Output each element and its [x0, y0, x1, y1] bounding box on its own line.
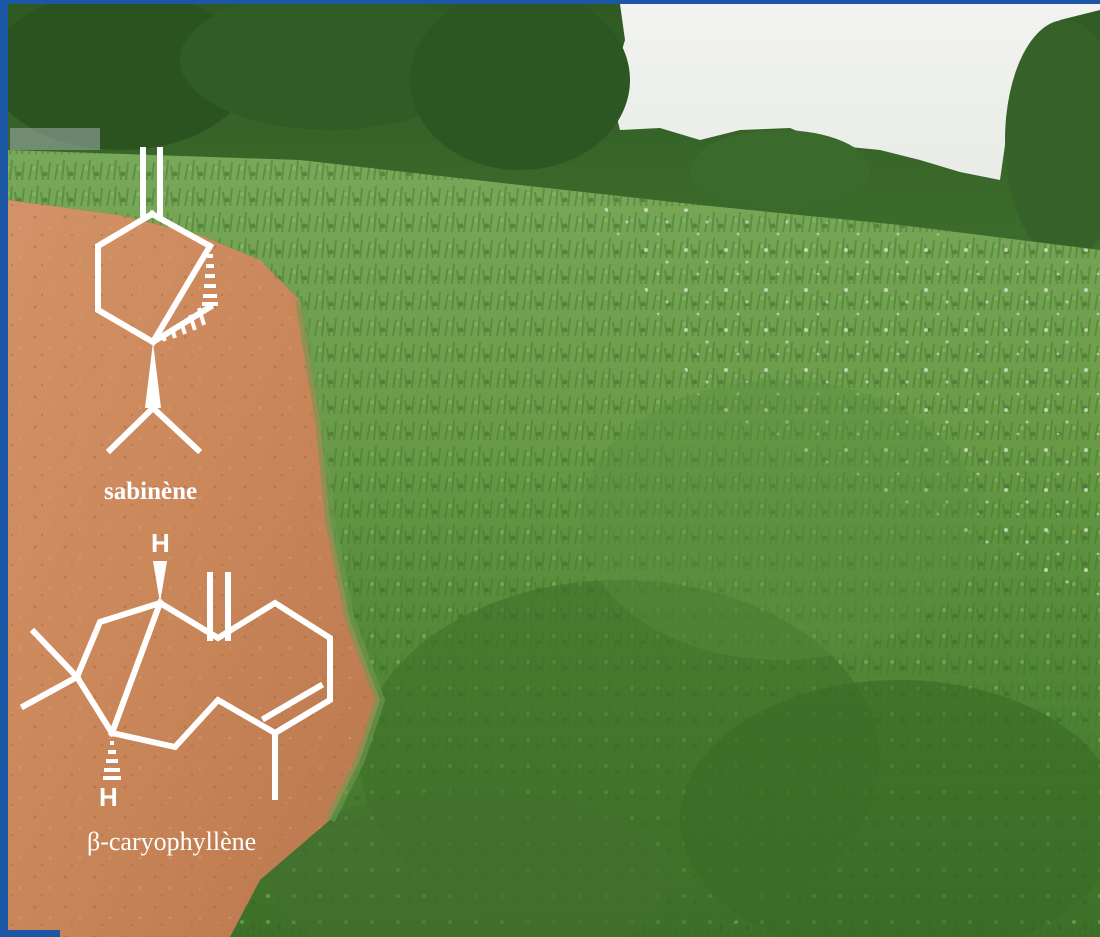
h-top-label: H [151, 528, 170, 558]
sabinene-label: sabinène [104, 478, 198, 505]
caryophyllene-label: β-caryophyllène [87, 827, 257, 856]
h-bottom-label: H [99, 782, 118, 812]
